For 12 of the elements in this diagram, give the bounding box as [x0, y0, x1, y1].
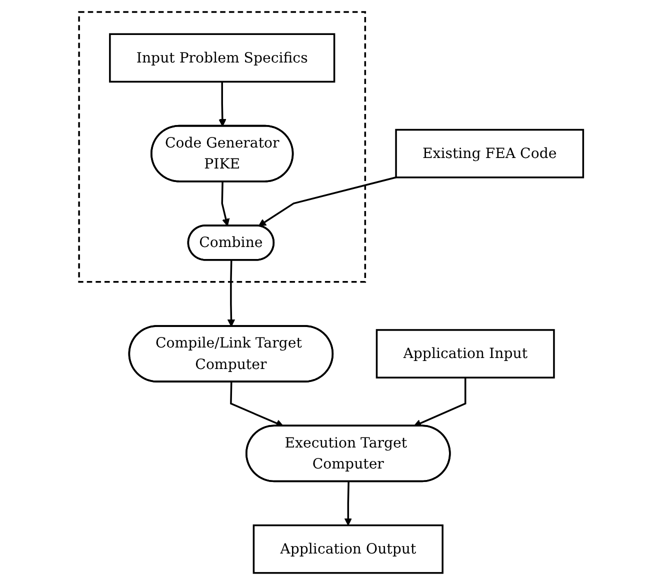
cluster — [78, 11, 366, 283]
node-box: Input Problem Specifics — [108, 33, 336, 83]
node-box: Existing FEA Code — [395, 128, 584, 178]
arrow — [413, 378, 466, 427]
node-box: Application Output — [252, 524, 444, 574]
arrow — [344, 482, 352, 526]
arrow — [221, 182, 230, 226]
node-box: Application Input — [376, 329, 555, 378]
arrow — [227, 260, 235, 327]
arrow — [218, 82, 226, 127]
arrow — [258, 176, 396, 226]
arrow — [230, 382, 284, 427]
